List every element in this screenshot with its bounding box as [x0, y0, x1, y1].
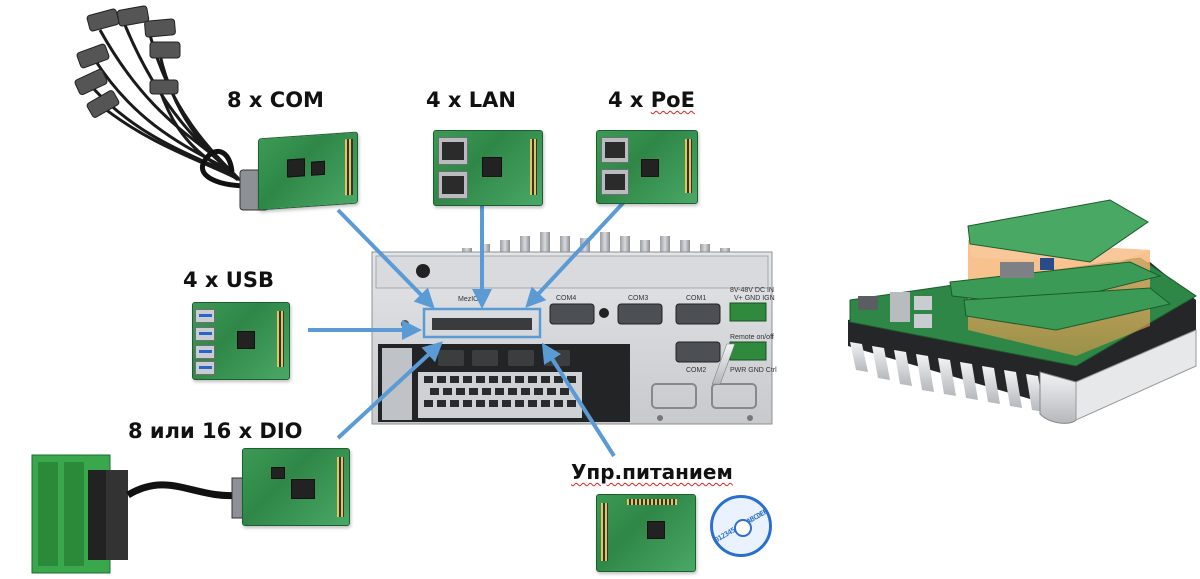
label-poe: 4 x PoE — [608, 88, 695, 112]
dc-in-label: 8V-48V DC IN — [730, 287, 774, 294]
label-power-control: Упр.питанием — [571, 460, 733, 484]
pin-header-icon — [685, 139, 692, 193]
dio-terminal-block-icon — [31, 454, 247, 574]
chip-icon — [291, 479, 315, 499]
arrow-dio — [336, 341, 443, 440]
pin-header-icon — [601, 503, 608, 561]
label-usb: 4 x USB — [183, 268, 274, 292]
com2-label: COM2 — [686, 367, 706, 374]
rj45-port-icon — [601, 169, 629, 195]
usb-port-icon — [195, 345, 215, 359]
pin-header-icon — [345, 138, 353, 196]
rj45-port-icon — [601, 137, 629, 163]
rj45-port-icon — [438, 137, 468, 165]
arrows — [308, 200, 626, 458]
chip-icon — [647, 521, 665, 539]
chip-icon — [641, 159, 659, 177]
pin-header-icon — [627, 499, 677, 505]
usb-port-icon — [195, 327, 215, 341]
dio-expansion-board — [242, 448, 350, 526]
rj45-port-icon — [438, 171, 468, 199]
chip-icon — [271, 467, 285, 479]
label-com: 8 x COM — [227, 88, 324, 112]
rotary-switch-knob — [734, 519, 752, 537]
com-cable-bundle-icon — [74, 5, 269, 211]
pin-header-icon — [277, 311, 284, 367]
pin-header-icon — [337, 457, 344, 517]
arrow-power — [541, 342, 616, 458]
pin-header-icon — [530, 139, 537, 195]
chip-icon — [237, 331, 255, 349]
arrow-com — [336, 208, 435, 309]
remote-pins-label: PWR GND Ctrl — [730, 367, 777, 374]
embedded-pc-device — [371, 232, 773, 425]
remote-label: Remote on/off — [730, 334, 774, 341]
power-control-board — [596, 494, 696, 572]
usb-port-icon — [195, 361, 215, 375]
usb-expansion-board — [192, 302, 290, 380]
lan-expansion-board — [433, 130, 543, 206]
label-lan: 4 x LAN — [426, 88, 516, 112]
dc-pins-label: V+ GND IGN — [734, 295, 775, 302]
arrow-poe — [525, 200, 626, 308]
label-poe-text: 4 x PoE — [608, 88, 695, 112]
chip-icon — [287, 158, 305, 178]
com4-label: COM4 — [556, 295, 576, 302]
com3-label: COM3 — [628, 295, 648, 302]
stacked-pc-module-icon — [711, 199, 1197, 424]
com1-label: COM1 — [686, 295, 706, 302]
poe-expansion-board — [596, 130, 698, 204]
mezio-label: MezIO — [458, 296, 479, 303]
label-poe-underlined: PoE — [650, 88, 695, 112]
label-dio: 8 или 16 x DIO — [128, 419, 303, 443]
com-expansion-board — [258, 131, 358, 211]
usb-port-icon — [195, 309, 215, 323]
rotary-switch-icon: 0123456789ABCDEF — [710, 495, 772, 557]
chip-icon — [482, 157, 502, 177]
chip-icon — [311, 160, 325, 176]
